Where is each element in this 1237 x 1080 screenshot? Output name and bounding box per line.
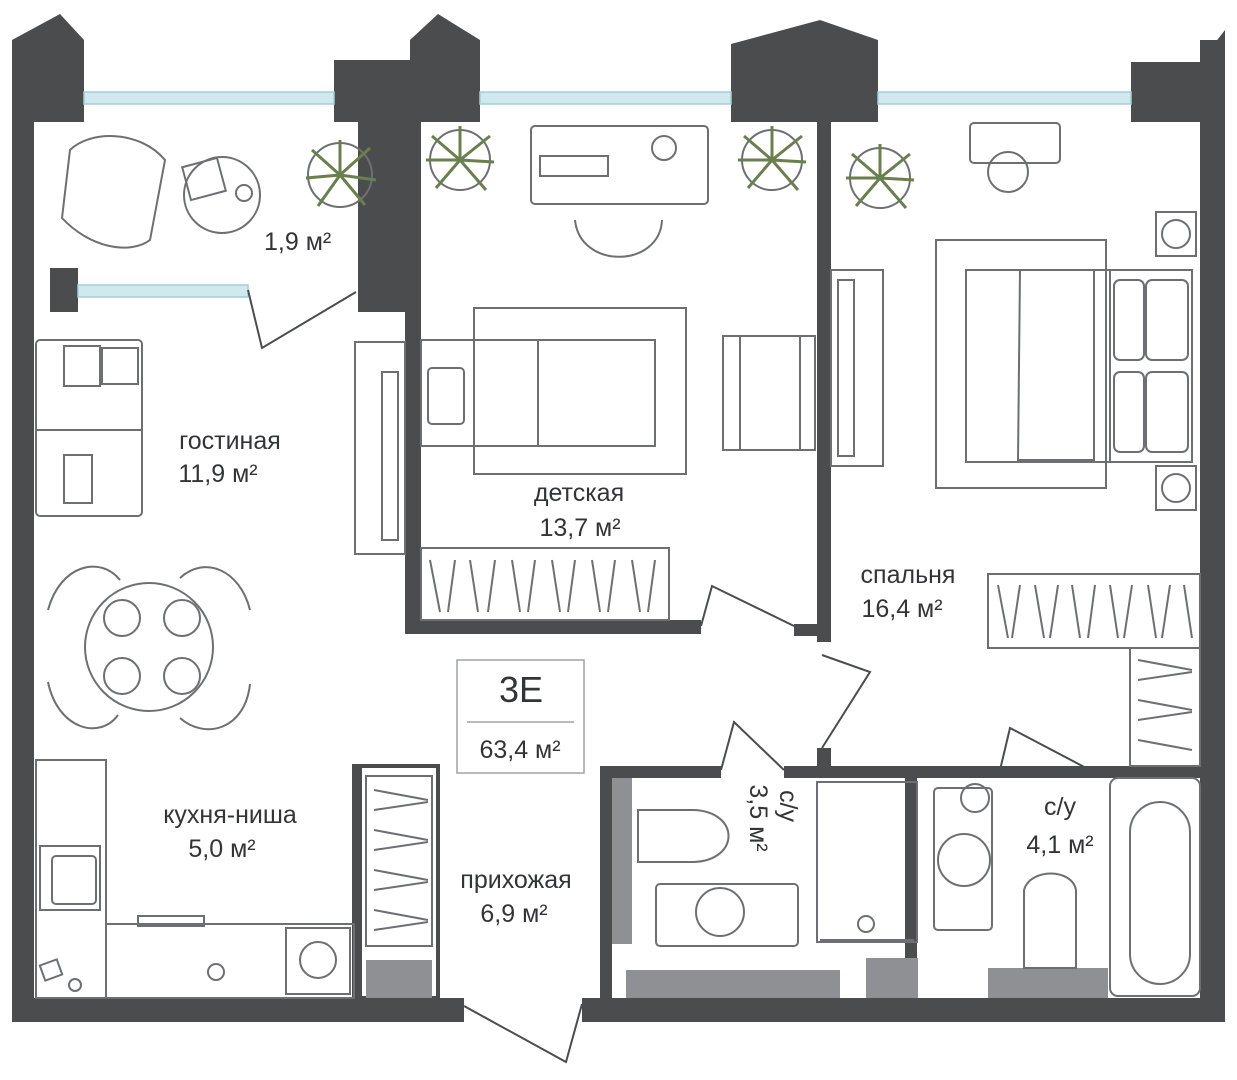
hall-name: прихожая: [460, 866, 571, 894]
doors: [247, 289, 1091, 1064]
kids-area: 13,7 м²: [539, 514, 620, 542]
plant-kids-left: [426, 126, 495, 191]
furniture: [35, 122, 1201, 999]
living-name: гостиная: [179, 427, 281, 455]
apartment-total-area: 63,4 м²: [479, 736, 560, 764]
plant-kids-right: [738, 126, 807, 191]
kids-name: детская: [534, 479, 624, 507]
bath1-name: с/у: [774, 790, 802, 822]
plant-bedroom: [846, 144, 915, 209]
shafts: [366, 778, 1108, 998]
bedroom-name: спальня: [861, 561, 956, 589]
labels: 1,9 м² гостиная 11,9 м² детская 13,7 м² …: [163, 228, 1093, 928]
hall-area: 6,9 м²: [480, 900, 547, 928]
bath1-area: 3,5 м²: [744, 784, 772, 851]
windows: [77, 91, 1132, 298]
bath2-area: 4,1 м²: [1026, 831, 1093, 859]
kitchen-name: кухня-ниша: [163, 801, 297, 829]
balcony-area: 1,9 м²: [264, 228, 331, 256]
apartment-code: 3E: [499, 669, 543, 710]
kitchen-area: 5,0 м²: [188, 835, 255, 863]
bath2-name: с/у: [1044, 793, 1076, 821]
plants: [305, 126, 915, 209]
plant-balcony: [305, 140, 377, 208]
bedroom-area: 16,4 м²: [861, 595, 942, 623]
apartment-badge: 3E 63,4 м²: [456, 659, 585, 774]
wardrobe-hangers: [373, 559, 1193, 931]
living-area: 11,9 м²: [178, 460, 257, 488]
